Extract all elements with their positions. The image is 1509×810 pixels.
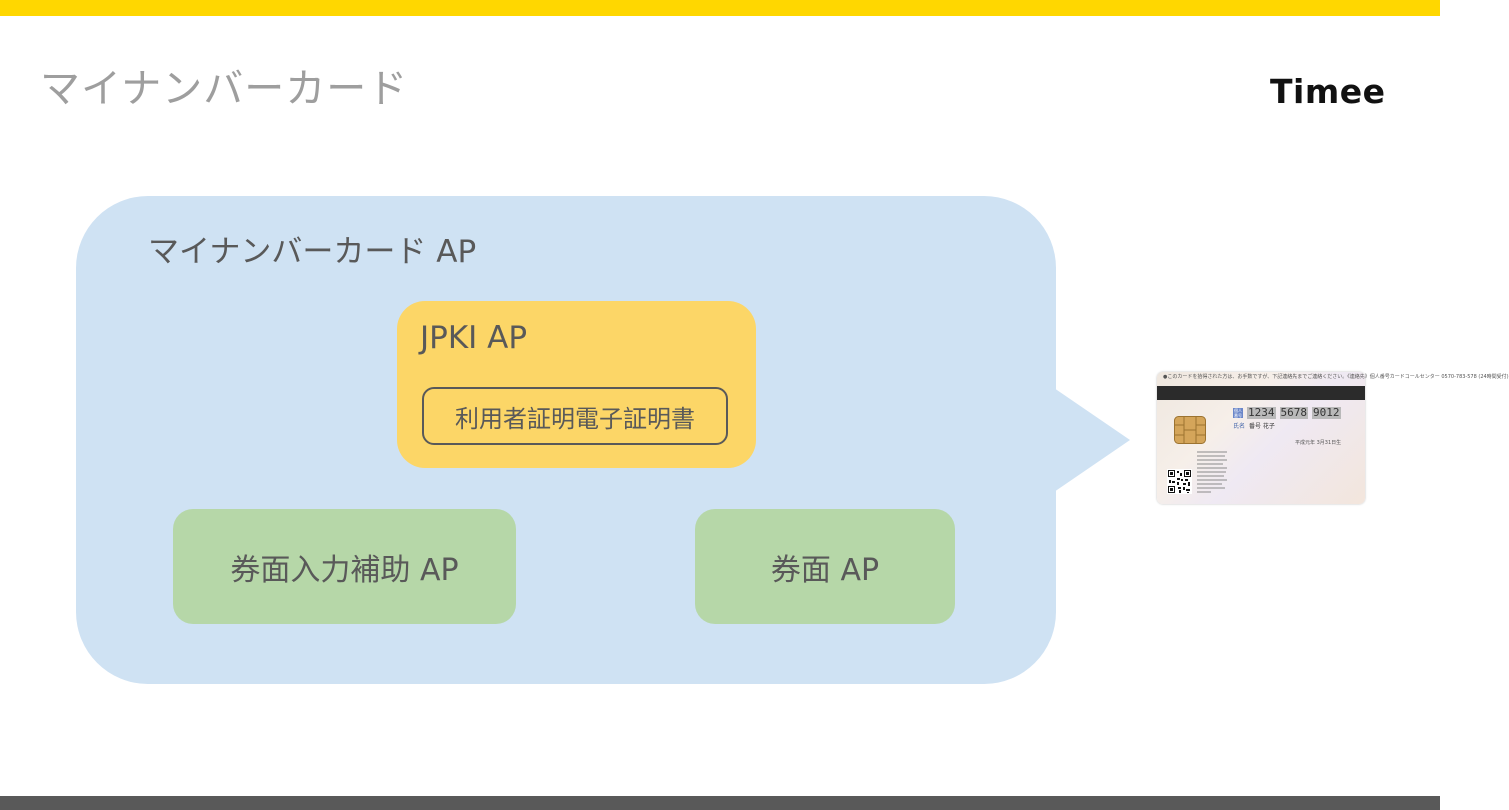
card-date-of-birth: 平成元年 3月31日生 [1295,440,1342,446]
card-magnetic-stripe [1157,386,1365,400]
mynumber-card-ap-label: マイナンバーカード AP [148,234,477,270]
top-accent-bar [0,0,1440,16]
card-number-badge: 個人番号 [1233,408,1243,418]
user-certificate-box: 利用者証明電子証明書 [422,387,728,445]
mynumber-card-image: ●このカードを拾得された方は、お手数ですが、下記連絡先までご連絡ください。《連絡… [1157,372,1509,504]
ic-chip-icon [1174,416,1206,444]
jpki-ap-label: JPKI AP [420,320,528,356]
card-fine-print [1197,451,1227,493]
card-number-group-2: 5678 [1279,406,1308,419]
card-notice-text: ●このカードを拾得された方は、お手数ですが、下記連絡先までご連絡ください。《連絡… [1163,374,1509,380]
ticket-face-input-assist-ap-box: 券面入力補助 AP [173,509,516,624]
card-name-label: 氏名 [1233,423,1246,430]
jpki-ap-box [397,301,756,468]
card-name-value: 番号 花子 [1249,423,1275,430]
bottom-footer-bar [0,796,1440,810]
card-number-group-1: 1234 [1247,406,1276,419]
timee-logo: Timee [1270,72,1386,111]
speech-bubble-tail [1054,388,1130,492]
slide-title: マイナンバーカード [40,66,409,112]
card-number-group-3: 9012 [1312,406,1341,419]
card-individual-number: 個人番号 1234 5678 9012 [1233,407,1341,419]
ticket-face-ap-box: 券面 AP [695,509,955,624]
qr-code-icon [1167,469,1192,494]
